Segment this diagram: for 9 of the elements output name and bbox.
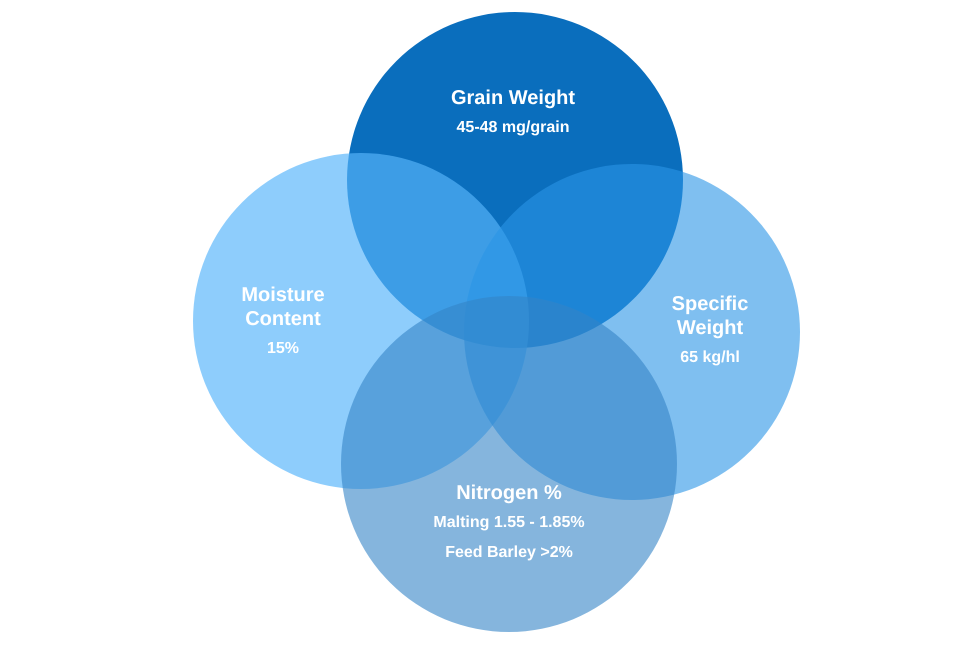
circle-value: Malting 1.55 - 1.85%: [433, 513, 585, 533]
circle-value: 65 kg/hl: [680, 348, 740, 368]
circle-value: 45-48 mg/grain: [456, 118, 570, 138]
circle-value: 15%: [266, 339, 300, 359]
circle-value: Feed Barley >2%: [445, 543, 573, 563]
circle-title: Moisture Content: [240, 283, 326, 331]
circle-title: Grain Weight: [450, 86, 576, 110]
circle-title: Nitrogen %: [456, 481, 562, 505]
circle-title: Specific Weight: [670, 292, 750, 340]
